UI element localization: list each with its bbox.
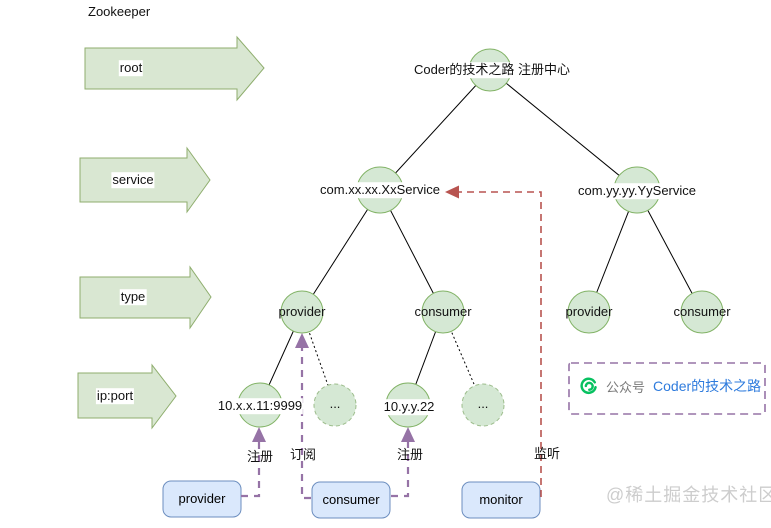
consumer-instance-label: 10.y.y.22 xyxy=(382,399,436,415)
wechat-platform-label: 公众号 xyxy=(606,379,646,395)
diagram-title: Zookeeper xyxy=(88,4,151,19)
arrowhead-register-provider xyxy=(252,427,266,442)
register-provider-label: 注册 xyxy=(246,449,274,465)
arrowhead-subscribe xyxy=(295,333,309,348)
monitor-box-label: monitor xyxy=(479,492,523,508)
xx-consumer-node-label: consumer xyxy=(414,304,472,320)
level-arrow-type-label: type xyxy=(119,289,147,305)
juejin-watermark: @稀土掘金技术社区 xyxy=(606,485,771,505)
edge-consumer-more xyxy=(442,311,484,406)
level-arrow-service-label: service xyxy=(111,172,155,188)
provider-instance-label: 10.x.x.11:9999 xyxy=(216,398,304,414)
level-arrow-root-label: root xyxy=(118,60,144,76)
provider-box-label: provider xyxy=(178,491,226,507)
provider-more-label: ... xyxy=(329,396,341,412)
yy-consumer-node-label: consumer xyxy=(673,304,731,320)
xx-service-node-label: com.xx.xx.XxService xyxy=(319,182,441,198)
edge-xxservice-provider xyxy=(301,189,381,313)
connector-listen xyxy=(450,191,542,497)
connector-register-provider xyxy=(241,431,261,498)
level-arrow-root xyxy=(84,35,265,102)
wechat-badge-frame xyxy=(568,362,766,415)
arrowhead-register-consumer xyxy=(401,427,415,442)
node-yy-consumer xyxy=(680,290,724,334)
consumer-more-label: ... xyxy=(477,396,489,412)
level-arrow-ipport-label: ip:port xyxy=(95,388,135,404)
arrowhead-listen xyxy=(445,185,459,199)
monitor-box xyxy=(461,481,541,519)
node-yy-provider xyxy=(567,290,611,334)
consumer-box xyxy=(311,481,391,519)
consumer-box-label: consumer xyxy=(322,492,380,508)
register-consumer-label: 注册 xyxy=(396,447,424,463)
node-provider-more xyxy=(313,383,357,427)
provider-box xyxy=(162,480,242,518)
wechat-account-name: Coder的技术之路 xyxy=(653,378,762,394)
connector-subscribe xyxy=(300,337,311,500)
node-xx-consumer xyxy=(421,290,465,334)
edge-root-yyservice xyxy=(489,69,638,191)
edge-root-xxservice xyxy=(379,69,491,191)
yy-service-node-label: com.yy.yy.YyService xyxy=(577,183,697,199)
subscribe-label: 订阅 xyxy=(289,447,317,463)
xx-provider-node-label: provider xyxy=(278,304,326,320)
wechat-badge: 公众号 Coder的技术之路 xyxy=(579,376,761,396)
node-consumer-more xyxy=(461,383,505,427)
root-node-label: Coder的技术之路 注册中心 xyxy=(412,62,572,78)
connector-register-consumer xyxy=(391,431,410,498)
yy-provider-node-label: provider xyxy=(565,304,613,320)
wechat-official-account-icon xyxy=(579,377,598,396)
listen-label: 监听 xyxy=(533,446,561,462)
